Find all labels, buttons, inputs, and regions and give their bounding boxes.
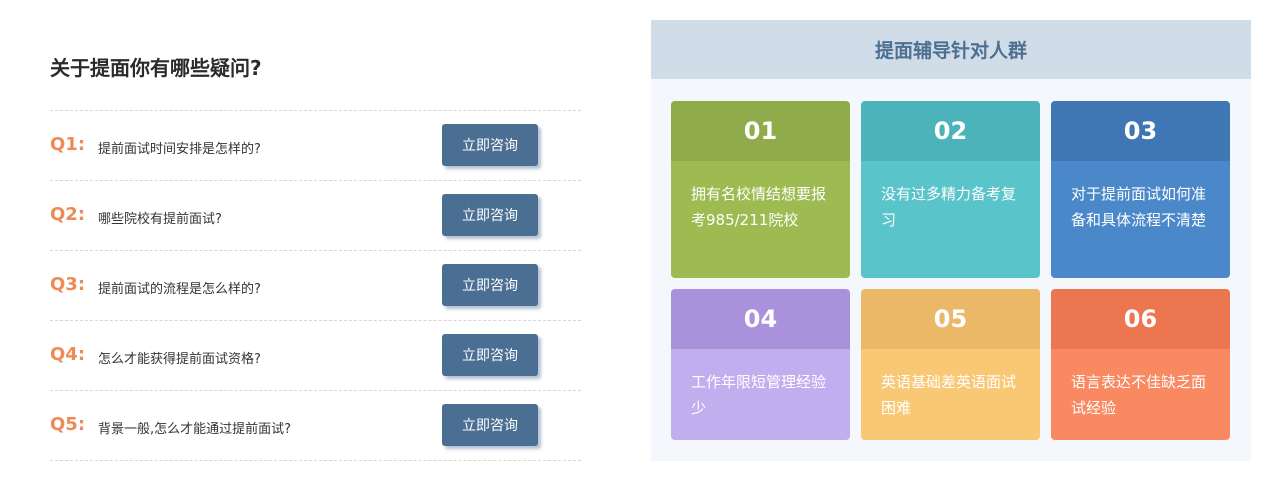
faq-question-number: Q4:	[50, 344, 86, 365]
faq-question-text: 哪些院校有提前面试?	[98, 212, 222, 227]
faq-row-1: Q1: 提前面试时间安排是怎样的? 立即咨询	[50, 111, 581, 181]
card-number: 02	[861, 101, 1040, 161]
faq-row-2: Q2: 哪些院校有提前面试? 立即咨询	[50, 181, 581, 251]
audience-card-01: 01 拥有名校情结想要报考985/211院校	[671, 101, 850, 278]
card-text: 工作年限短管理经验少	[671, 349, 850, 440]
audience-panel-title: 提面辅导针对人群	[874, 40, 1027, 62]
card-text: 拥有名校情结想要报考985/211院校	[671, 161, 850, 278]
audience-panel: 提面辅导针对人群 01 拥有名校情结想要报考985/211院校 02 没有过多精…	[651, 20, 1251, 461]
card-number: 04	[671, 289, 850, 349]
card-text: 语言表达不佳缺乏面试经验	[1051, 349, 1230, 440]
consult-button-3[interactable]: 立即咨询	[442, 264, 538, 306]
faq-question-text: 提前面试的流程是怎么样的?	[98, 282, 261, 297]
audience-card-06: 06 语言表达不佳缺乏面试经验	[1051, 289, 1230, 440]
consult-button-2[interactable]: 立即咨询	[442, 194, 538, 236]
faq-title: 关于提面你有哪些疑问?	[50, 56, 262, 80]
card-text: 对于提前面试如何准备和具体流程不清楚	[1051, 161, 1230, 278]
card-number: 01	[671, 101, 850, 161]
card-number: 03	[1051, 101, 1230, 161]
audience-card-02: 02 没有过多精力备考复习	[861, 101, 1040, 278]
card-text: 没有过多精力备考复习	[861, 161, 1040, 278]
faq-question-text: 怎么才能获得提前面试资格?	[98, 352, 261, 367]
card-number: 05	[861, 289, 1040, 349]
faq-question-number: Q3:	[50, 274, 86, 295]
audience-card-05: 05 英语基础差英语面试困难	[861, 289, 1040, 440]
faq-question-text: 提前面试时间安排是怎样的?	[98, 142, 261, 157]
faq-question-number: Q1:	[50, 134, 86, 155]
audience-panel-header: 提面辅导针对人群	[651, 20, 1251, 79]
faq-row-4: Q4: 怎么才能获得提前面试资格? 立即咨询	[50, 321, 581, 391]
faq-question-number: Q5:	[50, 414, 86, 435]
audience-card-04: 04 工作年限短管理经验少	[671, 289, 850, 440]
faq-question-number: Q2:	[50, 204, 86, 225]
consult-button-1[interactable]: 立即咨询	[442, 124, 538, 166]
card-number: 06	[1051, 289, 1230, 349]
faq-list: Q1: 提前面试时间安排是怎样的? 立即咨询 Q2: 哪些院校有提前面试? 立即…	[50, 110, 581, 461]
audience-card-03: 03 对于提前面试如何准备和具体流程不清楚	[1051, 101, 1230, 278]
consult-button-4[interactable]: 立即咨询	[442, 334, 538, 376]
faq-row-5: Q5: 背景一般,怎么才能通过提前面试? 立即咨询	[50, 391, 581, 461]
card-text: 英语基础差英语面试困难	[861, 349, 1040, 440]
consult-button-5[interactable]: 立即咨询	[442, 404, 538, 446]
faq-question-text: 背景一般,怎么才能通过提前面试?	[98, 422, 292, 437]
faq-row-3: Q3: 提前面试的流程是怎么样的? 立即咨询	[50, 251, 581, 321]
